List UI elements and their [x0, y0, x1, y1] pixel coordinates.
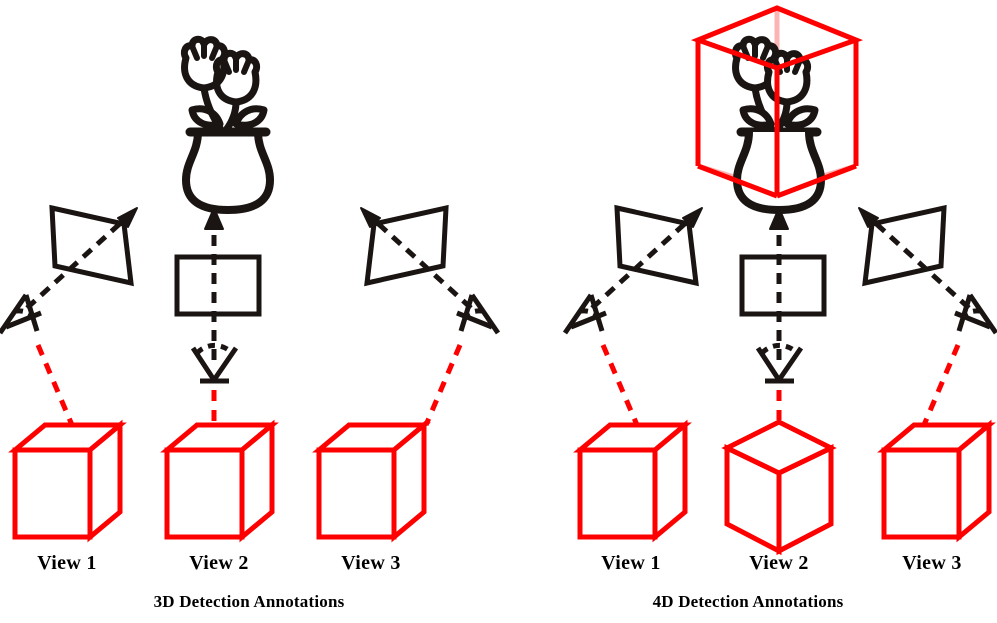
view-label-2: View 2: [189, 552, 249, 574]
vase-with-flowers-icon: [180, 35, 274, 214]
connector-camera-3-to-box-3: [921, 344, 961, 426]
camera-2: [174, 207, 262, 384]
box-view-2: [160, 419, 279, 543]
camera-1-cone-arc: [15, 308, 37, 320]
camera-3-cone-arc: [959, 308, 981, 320]
camera-3: [858, 204, 997, 335]
camera-2-cone: [190, 346, 239, 382]
panel-caption-4d: 4D Detection Annotations: [652, 592, 844, 611]
camera-3-image-plane: [364, 204, 449, 287]
box-view-2: [721, 419, 837, 556]
view-label-1: View 1: [601, 552, 661, 574]
camera-3-cone-arc: [461, 308, 483, 320]
camera-2-arrow-head: [769, 207, 789, 230]
camera-1-cone-arc: [580, 308, 602, 320]
view-label-3: View 3: [341, 552, 401, 574]
camera-3-view-ray: [869, 217, 971, 310]
connector-camera-1-to-box-1: [600, 344, 640, 426]
camera-1-image-plane: [614, 204, 699, 287]
camera-2-cone: [755, 346, 804, 382]
camera-3-arrow-head: [360, 207, 381, 228]
object-bounding-box: [690, 5, 864, 199]
connector-camera-1-to-box-1: [35, 344, 75, 426]
panel-3d-detection: View 1 View 2 View 3 3D Detection Annota…: [0, 0, 501, 623]
camera-1-arrow-head: [117, 207, 138, 228]
view-label-1: View 1: [37, 552, 97, 574]
camera-3-arrow-head: [858, 207, 879, 228]
box-view-3: [877, 419, 996, 543]
camera-3: [360, 204, 501, 335]
panel-caption-3d: 3D Detection Annotations: [153, 592, 345, 611]
camera-3-view-ray: [371, 217, 473, 310]
camera-1-view-ray: [590, 217, 692, 310]
camera-2-cone-arc: [760, 342, 799, 355]
connector-camera-3-to-box-3: [423, 344, 463, 426]
camera-1-image-plane: [49, 204, 134, 287]
panel-4d-detection: View 1 View 2 View 3 4D Detection Annota…: [499, 0, 997, 623]
camera-1: [562, 204, 703, 335]
camera-2-image-plane: [174, 254, 262, 317]
view-label-3: View 3: [902, 552, 962, 574]
box-view-1: [573, 419, 692, 543]
panel-4d-graphics: [562, 5, 997, 556]
camera-3-image-plane: [862, 204, 947, 287]
box-view-1: [8, 419, 127, 543]
camera-2-arrow-head: [204, 207, 224, 230]
view-label-2: View 2: [749, 552, 809, 574]
camera-2-image-plane: [739, 254, 827, 317]
camera-1: [0, 204, 138, 335]
box-view-3: [312, 419, 431, 543]
camera-2-cone-arc: [195, 342, 234, 355]
panel-3d-graphics: [0, 35, 501, 543]
camera-1-arrow-head: [682, 207, 703, 228]
camera-2: [739, 207, 827, 384]
camera-1-view-ray: [25, 217, 127, 310]
